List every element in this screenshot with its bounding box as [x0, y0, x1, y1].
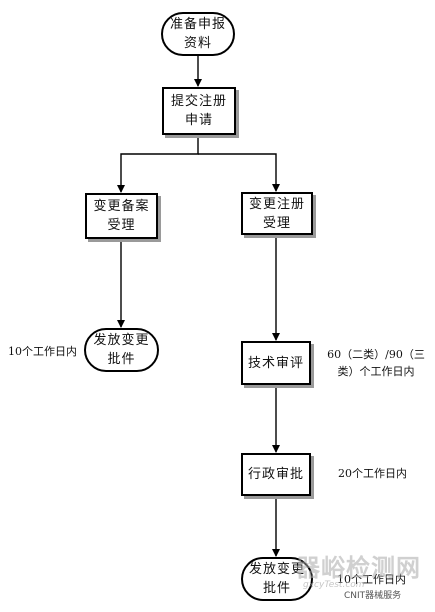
watermark-caption: CNIT器械服务	[344, 591, 402, 601]
node-change-register: 变更注册 受理	[241, 192, 313, 235]
note-left-days: 10个工作日内	[8, 345, 77, 358]
node-prepare: 准备申报 资料	[161, 12, 235, 56]
node-issue-left: 发放变更 批件	[84, 328, 159, 372]
node-tech-review: 技术审评	[241, 341, 311, 385]
watermark-url: gxcyTest.com	[303, 580, 365, 590]
node-change-record: 变更备案 受理	[85, 193, 158, 239]
node-submit: 提交注册 申请	[162, 87, 236, 135]
note-tech-days: 60（二类）/90（三 类）个工作日内	[327, 348, 425, 378]
edge-submit-branch-right	[198, 153, 280, 192]
node-admin-review: 行政审批	[241, 453, 311, 496]
node-issue-right: 发放变更 批件	[241, 557, 313, 601]
note-admin-days: 20个工作日内	[338, 467, 407, 480]
note-right-days: 10个工作日内	[337, 573, 406, 586]
edge-submit-branch	[117, 135, 199, 193]
watermark-text: 器峪检测网	[296, 554, 421, 582]
